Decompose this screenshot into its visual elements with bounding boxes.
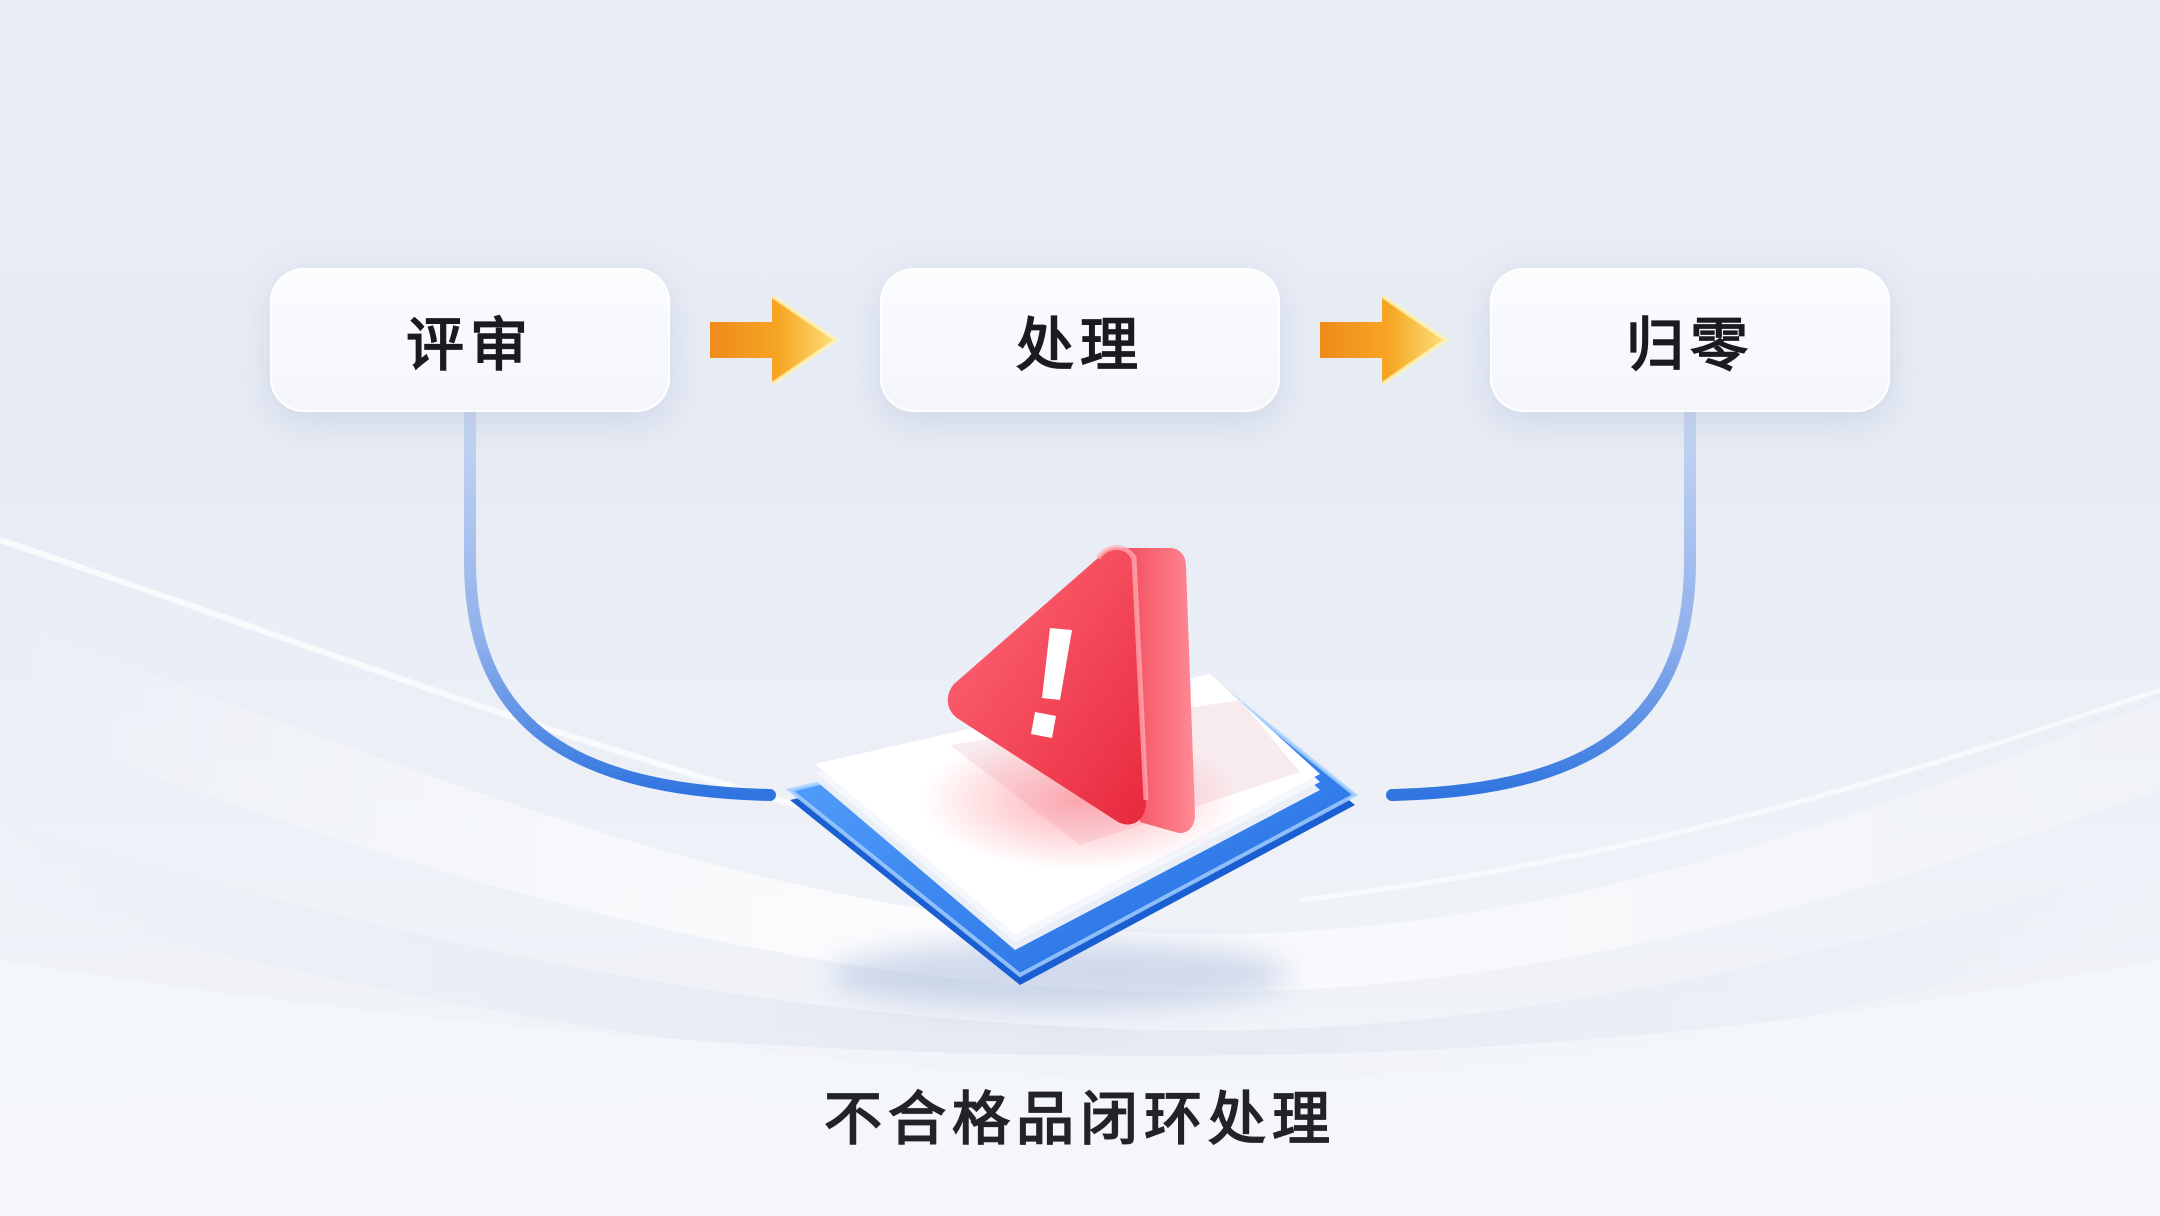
- step-close-box: 归零: [1490, 268, 1890, 412]
- step-close-label: 归零: [1625, 311, 1754, 379]
- step-review-box: 评审: [270, 268, 670, 412]
- arrow-right-icon: [1320, 294, 1450, 386]
- diagram-caption: 不合格品闭环处理: [823, 1085, 1336, 1153]
- step-review-label: 评审: [405, 311, 534, 379]
- arrow-right-icon: [710, 294, 840, 386]
- connector-left: [464, 404, 776, 801]
- connector-right: [1386, 404, 1696, 801]
- step-process-label: 处理: [1015, 311, 1144, 379]
- warning-triangle-on-document-icon: [785, 545, 1359, 1009]
- step-process-box: 处理: [880, 268, 1280, 412]
